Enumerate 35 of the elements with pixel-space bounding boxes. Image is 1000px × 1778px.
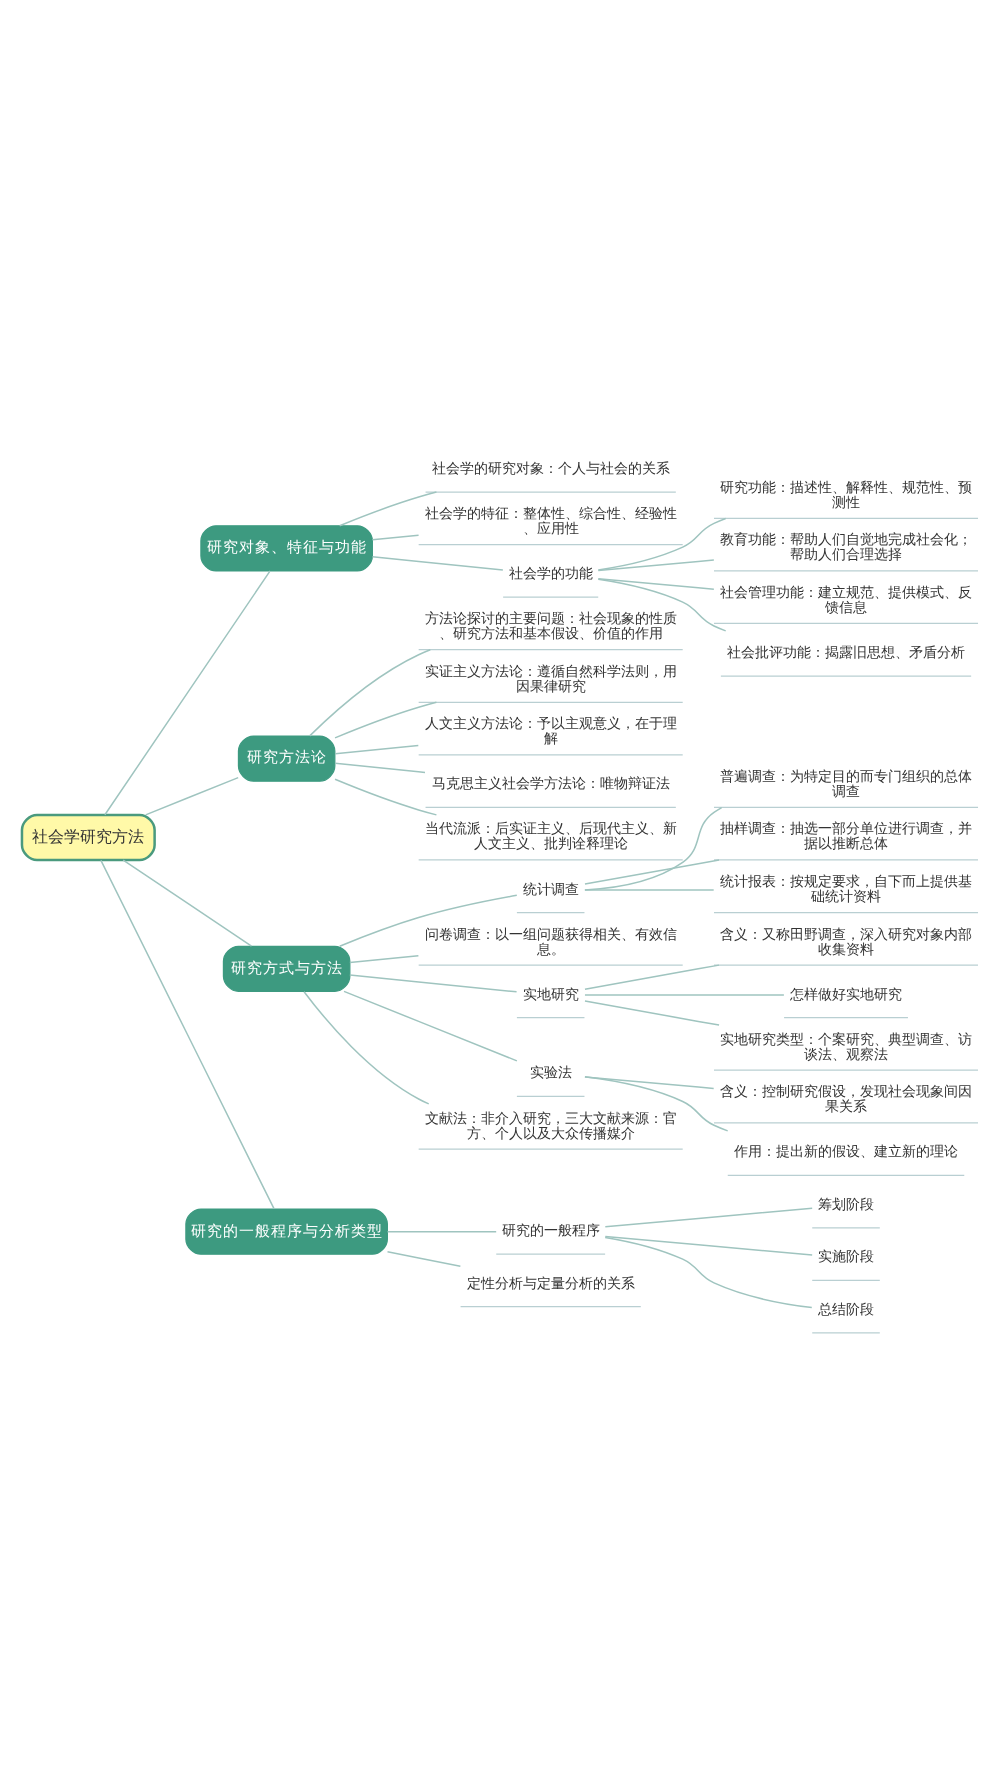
connector — [584, 1075, 715, 1089]
connector — [338, 490, 438, 526]
connector — [584, 858, 720, 884]
connector — [584, 805, 723, 890]
connector — [597, 577, 727, 631]
connector — [334, 700, 438, 738]
connector — [604, 1234, 813, 1255]
connector — [338, 893, 518, 946]
connector — [604, 1206, 813, 1227]
connector — [309, 648, 432, 736]
connector — [334, 743, 420, 754]
connector — [597, 558, 715, 571]
connector — [334, 761, 426, 773]
connector — [144, 775, 239, 815]
connector — [584, 993, 785, 995]
node-box: 社会学研究方法 — [20, 812, 156, 861]
connector — [597, 516, 727, 570]
connector — [386, 1229, 497, 1232]
connector — [104, 569, 271, 815]
connector — [349, 953, 420, 963]
connector — [584, 1075, 729, 1131]
connector — [597, 577, 715, 589]
connector — [122, 858, 253, 946]
connector — [584, 963, 720, 989]
connector — [334, 777, 438, 815]
connector — [584, 888, 715, 890]
connector — [371, 555, 504, 570]
connector — [349, 973, 518, 992]
connector — [100, 858, 275, 1209]
connector — [584, 999, 720, 1025]
connector — [371, 533, 420, 540]
connector — [386, 1249, 462, 1267]
connector — [343, 989, 518, 1061]
connector — [303, 989, 430, 1104]
connector — [604, 1235, 813, 1308]
